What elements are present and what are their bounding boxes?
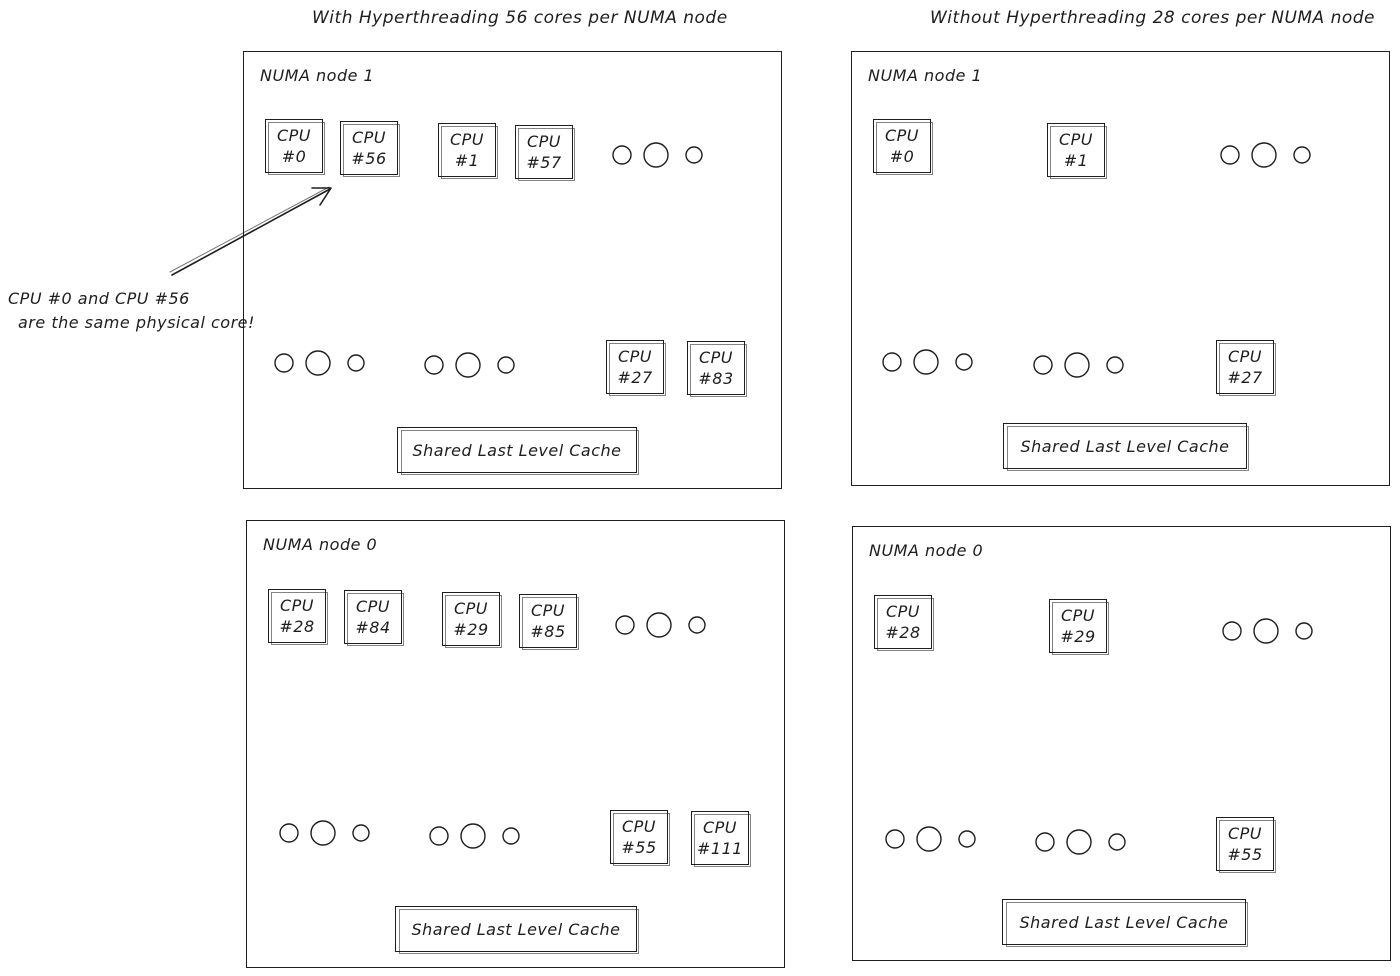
title-with-hyperthreading: With Hyperthreading 56 cores per NUMA no… [312,8,728,28]
annotation-line-2: are the same physical core! [18,313,255,332]
numa-node-0-ht: NUMA node 0 CPU #28 CPU #84 CPU #29 CPU … [246,520,785,968]
cpu-word: CPU [621,817,657,836]
ellipsis-icon [1035,829,1126,855]
cpu-id: #84 [355,618,391,637]
numa-node-1-no-ht: NUMA node 1 CPU #0 CPU #1 CPU #27 Shared… [851,51,1390,486]
cpu-box: CPU #111 [691,811,751,867]
cpu-word: CPU [279,596,315,615]
title-without-hyperthreading: Without Hyperthreading 28 cores per NUMA… [930,8,1376,28]
cpu-id: #55 [1227,845,1263,864]
ellipsis-icon [274,350,365,376]
cpu-word: CPU [1227,824,1263,843]
cpu-word: CPU [351,128,387,147]
cpu-word: CPU [530,601,566,620]
cpu-word: CPU [1227,347,1263,366]
cpu-word: CPU [1058,130,1094,149]
cpu-word: CPU [702,818,738,837]
cpu-box: CPU #29 [442,592,502,648]
numa-node-label: NUMA node 0 [263,535,378,554]
cpu-id: #28 [279,617,315,636]
cpu-box: CPU #27 [606,340,666,396]
cpu-word: CPU [1060,606,1096,625]
cpu-box: CPU #55 [610,810,670,866]
cpu-id: #28 [885,623,921,642]
numa-node-label: NUMA node 0 [869,541,984,560]
cpu-word: CPU [453,599,489,618]
cpu-id: #29 [453,620,489,639]
ellipsis-icon [615,612,706,638]
cpu-word: CPU [698,348,734,367]
cpu-word: CPU [884,126,920,145]
cpu-id: #111 [697,839,743,858]
cpu-id: #83 [698,369,734,388]
cpu-id: #57 [526,153,562,172]
ellipsis-icon [612,142,703,168]
annotation-line-1: CPU #0 and CPU #56 [8,289,190,308]
cpu-id: #85 [530,622,566,641]
numa-node-label: NUMA node 1 [868,66,983,85]
ellipsis-icon [882,349,973,375]
cpu-box: CPU #84 [344,590,404,646]
ellipsis-icon [1222,618,1313,644]
numa-node-1-ht: NUMA node 1 CPU #0 CPU #56 CPU #1 CPU #5… [243,51,782,489]
cpu-id: #27 [1227,368,1263,387]
ellipsis-icon [1033,352,1124,378]
ellipsis-icon [1220,142,1311,168]
cpu-id: #1 [1063,151,1089,170]
cpu-id: #29 [1060,627,1096,646]
cpu-id: #55 [621,838,657,857]
cpu-box: CPU #56 [340,121,400,177]
cpu-id: #0 [281,147,307,166]
ellipsis-icon [424,352,515,378]
numa-node-label: NUMA node 1 [260,66,375,85]
cpu-word: CPU [617,347,653,366]
cpu-word: CPU [526,132,562,151]
ellipsis-icon [429,823,520,849]
shared-last-level-cache: Shared Last Level Cache [1003,423,1249,471]
cpu-id: #0 [889,147,915,166]
cpu-word: CPU [355,597,391,616]
cpu-id: #1 [454,151,480,170]
cpu-word: CPU [276,126,312,145]
cpu-id: #27 [617,368,653,387]
ellipsis-icon [885,826,976,852]
numa-node-0-no-ht: NUMA node 0 CPU #28 CPU #29 CPU #55 Shar… [852,526,1391,961]
cpu-word: CPU [449,130,485,149]
cpu-id: #56 [351,149,387,168]
ellipsis-icon [279,820,370,846]
cpu-word: CPU [885,602,921,621]
